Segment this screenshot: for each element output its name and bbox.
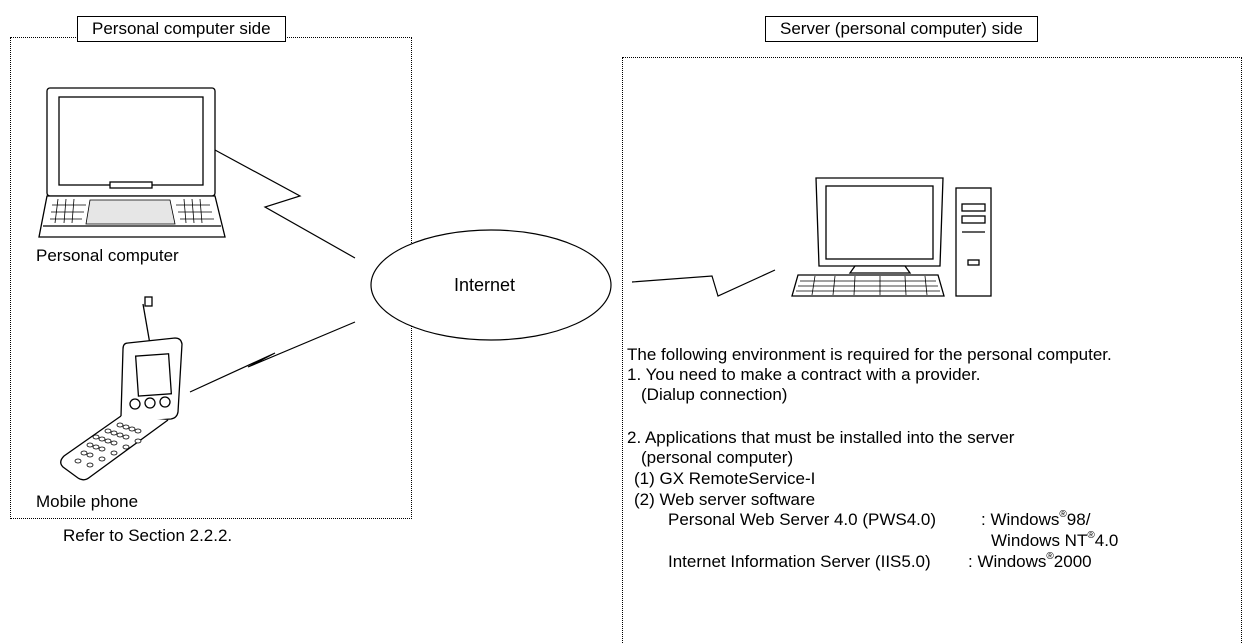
- section-reference: Refer to Section 2.2.2.: [63, 526, 233, 545]
- laptop-wireless-link: [214, 149, 356, 259]
- mobile-phone-label: Mobile phone: [36, 492, 139, 511]
- iis-name: Internet Information Server (IIS5.0): [668, 552, 931, 571]
- phone-wireless-link: [189, 321, 356, 393]
- requirements-intro: The following environment is required fo…: [627, 345, 1112, 364]
- software-item-2: (2) Web server software: [634, 490, 816, 509]
- requirement-1: 1. You need to make a contract with a pr…: [627, 365, 981, 384]
- desktop-pc-icon: [791, 177, 992, 297]
- requirements-text: The following environment is required fo…: [627, 345, 1239, 637]
- requirement-1-detail: (Dialup connection): [641, 385, 788, 404]
- requirement-2-detail: (personal computer): [641, 448, 794, 467]
- client-side-title: Personal computer side: [77, 16, 286, 42]
- pws-name: Personal Web Server 4.0 (PWS4.0): [668, 510, 937, 529]
- internet-label: Internet: [454, 275, 516, 295]
- software-item-1: (1) GX RemoteService-I: [634, 469, 816, 488]
- requirement-2: 2. Applications that must be installed i…: [627, 428, 1015, 447]
- server-side-title: Server (personal computer) side: [765, 16, 1038, 42]
- laptop-icon: [38, 87, 226, 238]
- pws-os-2: Windows NT®4.0: [991, 530, 1119, 550]
- personal-computer-label: Personal computer: [36, 246, 179, 265]
- server-side-region: [622, 57, 1242, 643]
- internet-ellipse: [370, 229, 612, 341]
- iis-os: : Windows®2000: [968, 551, 1092, 571]
- server-wireless-link: [631, 269, 776, 297]
- mobile-phone-icon: [60, 296, 183, 481]
- pws-os-1: : Windows®98/: [981, 509, 1091, 529]
